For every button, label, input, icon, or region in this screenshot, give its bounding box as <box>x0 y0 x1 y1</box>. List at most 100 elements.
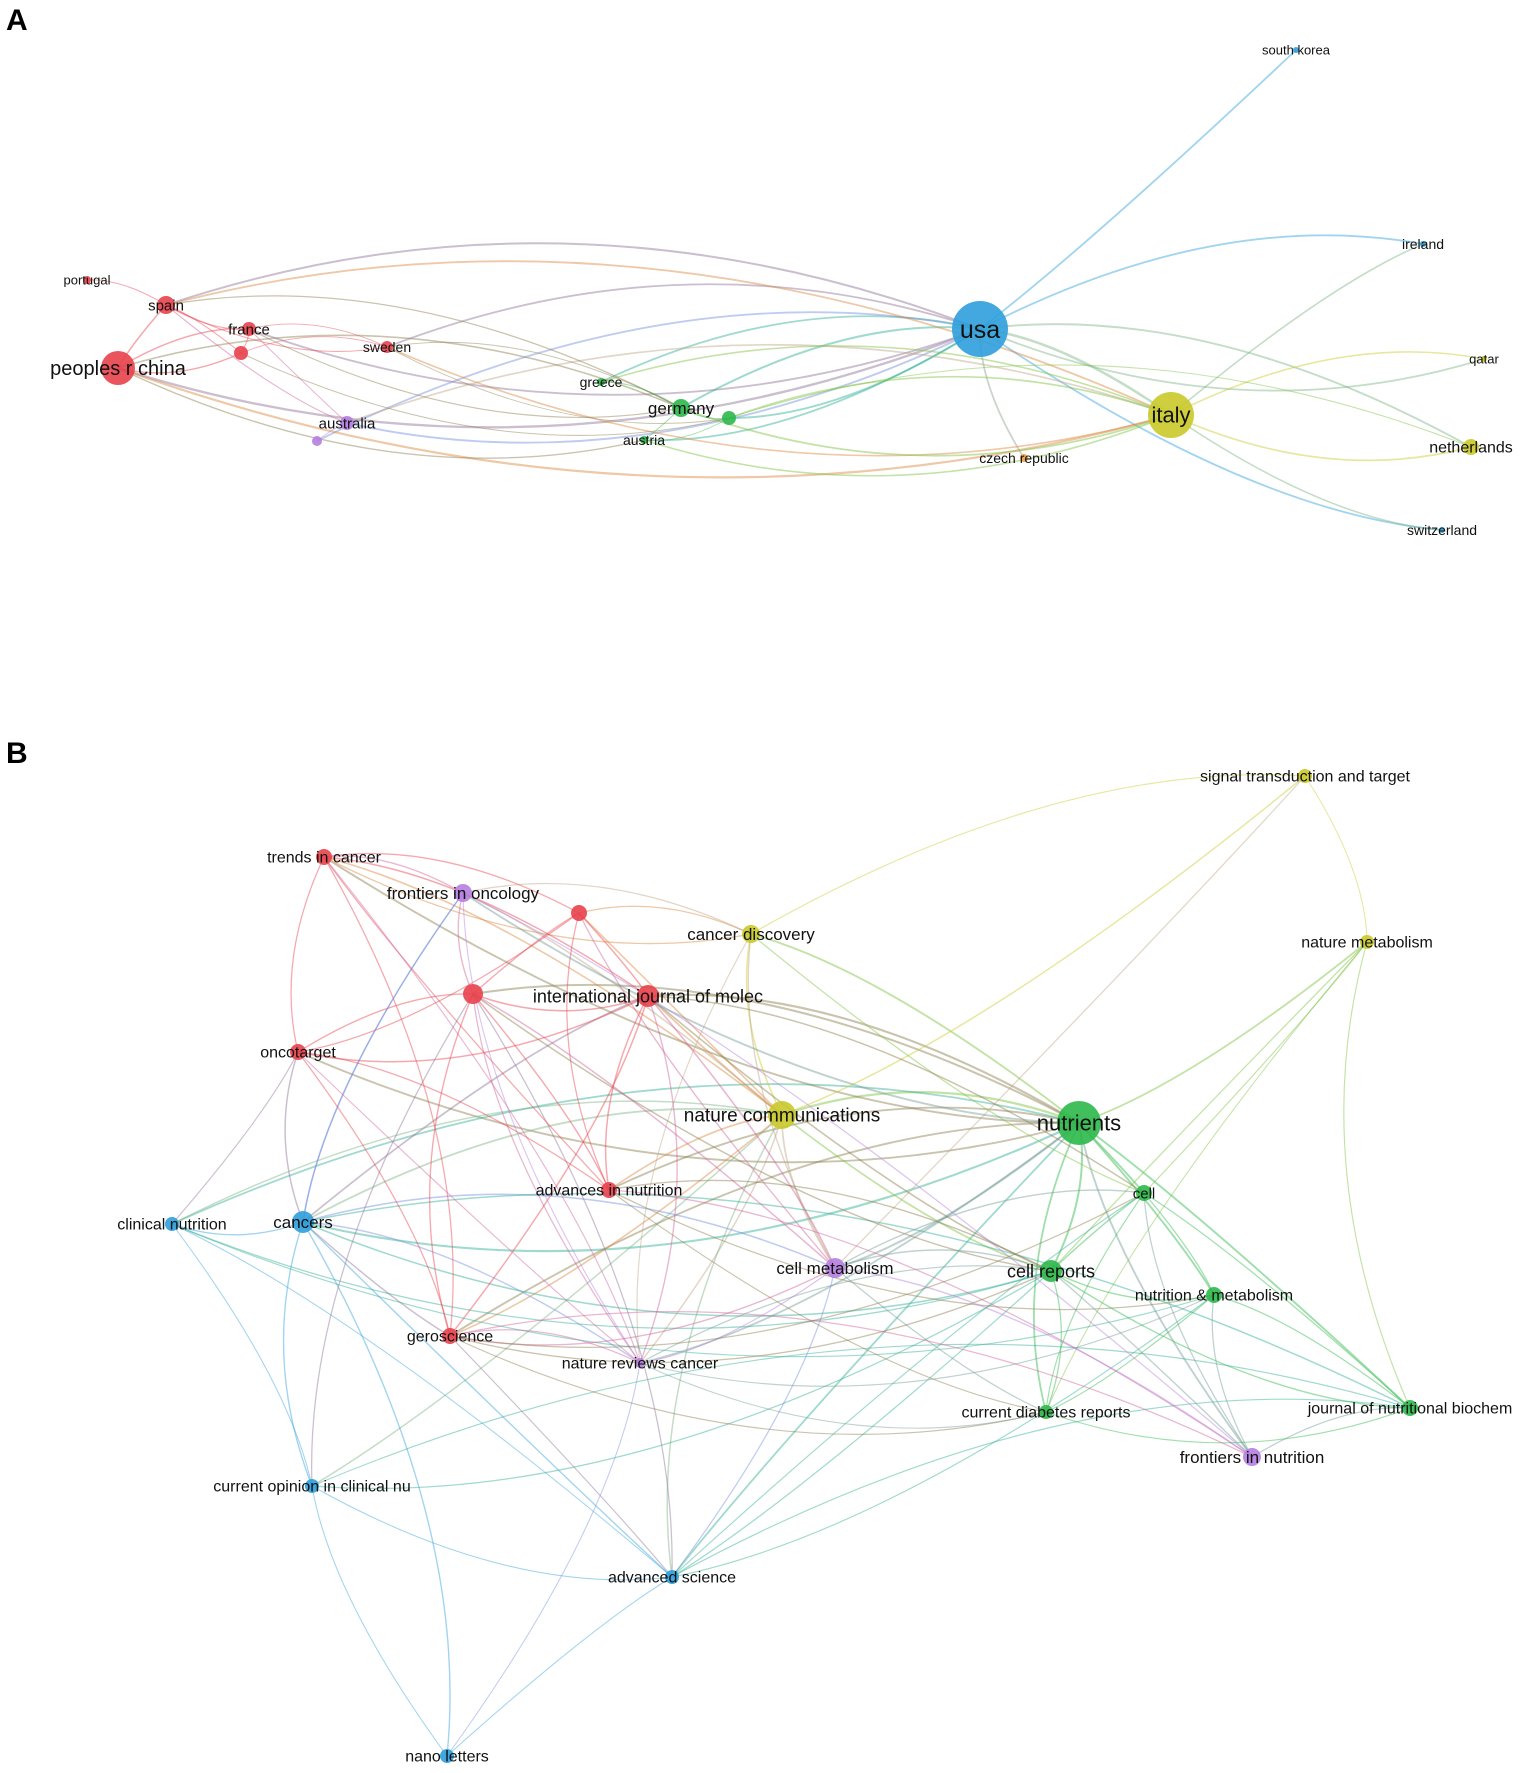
edge-nutrients-advsci <box>671 1122 1080 1578</box>
edge-cell-geroscience <box>449 1192 1145 1349</box>
edge-cellmetab-cell <box>834 1189 1145 1269</box>
node-label-candisc: cancer discovery <box>687 925 815 944</box>
edge-cancers-clinnutr <box>171 1221 304 1236</box>
edge-nutrients-nutrmetab <box>1078 1122 1215 1296</box>
edge-cancers-natrevcancer <box>302 1221 641 1364</box>
edge-nutrients-natcomm <box>781 1091 1080 1125</box>
node-frontonc <box>454 884 472 902</box>
node-red-unlabeled <box>234 346 248 360</box>
edge-green-unlabeled-netherlands <box>728 364 1472 448</box>
edge-nutrients-cellmetab <box>834 1122 1080 1269</box>
edge-nutrients-frontnutr <box>1078 1122 1253 1458</box>
node-red-unlabeled-1 <box>463 984 483 1004</box>
edge-oncotarget-geroscience <box>297 1051 451 1337</box>
node-purple-unlabeled <box>312 436 322 446</box>
node-label-geroscience: geroscience <box>407 1329 493 1346</box>
edge-usa-qatar <box>979 328 1485 392</box>
node-label-advnutr: advances in nutrition <box>536 1183 683 1200</box>
node-label-china: peoples r china <box>50 358 187 380</box>
node-jnutrbio <box>1402 1400 1418 1416</box>
edge-nutrients-jnutrbio <box>1078 1122 1411 1409</box>
node-advnutr <box>601 1182 617 1198</box>
edge-cellmetab-curdiab <box>834 1267 1047 1413</box>
edge-ijmolec-oncotarget <box>297 995 649 1063</box>
edge-italy-qatar <box>1170 351 1485 416</box>
edge-clinnutr-nutrmetab <box>171 1223 1215 1358</box>
node-usa <box>952 301 1008 357</box>
edge-natrevcancer-curdiab <box>639 1362 1047 1429</box>
edge-natrevcancer-nanolet <box>446 1362 641 1757</box>
node-label-signal: signal transduction and target <box>1200 769 1410 786</box>
edge-nutrmetab-curdiab <box>1045 1294 1215 1413</box>
edge-cellmetab-frontnutr <box>834 1267 1253 1458</box>
edge-advnutr-frontnutr <box>608 1189 1253 1458</box>
edge-cancers-frontonc <box>302 892 464 1223</box>
edge-spain-portugal <box>86 279 167 306</box>
edge-natcomm-frontonc <box>462 892 783 1116</box>
node-label-curopin: current opinion in clinical nu <box>213 1479 410 1496</box>
edge-usa-purple-unlabeled <box>316 311 981 442</box>
node-natmetab <box>1360 935 1374 949</box>
node-label-cell: cell <box>1133 1185 1156 1202</box>
edge-red-unlabeled-1-frontonc <box>457 892 474 995</box>
panel-b-letter: B <box>6 737 28 770</box>
edge-china-austria <box>117 367 645 459</box>
edge-natcomm-cellmetab <box>781 1114 836 1269</box>
node-label-usa: usa <box>960 316 1000 344</box>
edge-cancers-cellrep <box>302 1221 1052 1317</box>
edge-usa-australia <box>346 328 981 444</box>
node-southkorea <box>1293 47 1299 53</box>
node-label-france: france <box>228 321 270 338</box>
node-label-curdiab: current diabetes reports <box>962 1405 1131 1422</box>
edge-advsci-nutrmetab <box>671 1294 1215 1578</box>
edge-clinnutr-natcomm <box>171 1100 783 1225</box>
panel-b-nodes <box>165 769 1418 1763</box>
node-label-qatar: qatar <box>1469 352 1499 367</box>
edge-usa-southkorea <box>979 49 1297 330</box>
node-label-nanolet: nano letters <box>405 1749 489 1766</box>
edge-natcomm-curopin <box>311 1114 783 1487</box>
edge-clinnutr-oncotarget <box>171 1051 299 1225</box>
edge-spain-sweden <box>165 304 388 352</box>
edge-natcomm-cellrep <box>781 1114 1052 1272</box>
edge-nutrients-trends <box>323 856 1080 1124</box>
edge-advsci-geroscience <box>449 1335 673 1578</box>
edge-candisc-red-unlabeled-2 <box>578 905 752 935</box>
edge-red-unlabeled-sweden <box>240 336 388 354</box>
edge-frontonc-nutrients <box>462 892 1080 1124</box>
edge-red-unlabeled-2-red-unlabeled-1 <box>472 912 580 995</box>
node-nanolet <box>440 1749 454 1763</box>
node-italy <box>1148 392 1194 438</box>
node-sweden <box>381 341 393 353</box>
node-germany <box>672 399 690 417</box>
edge-france-australia <box>248 328 348 424</box>
edge-natcomm-geroscience <box>449 1114 783 1337</box>
node-label-cancers: cancers <box>273 1213 333 1232</box>
node-netherlands <box>1463 439 1479 455</box>
node-label-netherlands: netherlands <box>1429 440 1513 457</box>
edge-usa-netherlands <box>979 323 1472 448</box>
edge-cancers-advsci <box>302 1221 673 1578</box>
edge-france-sweden <box>248 323 388 348</box>
node-label-southkorea: south korea <box>1262 43 1331 58</box>
node-label-ijmolec: international journal of molec <box>533 986 763 1006</box>
edge-cancers-nanolet <box>302 1221 451 1757</box>
edge-usa-spain <box>165 242 981 330</box>
edge-cellrep-geroscience <box>449 1270 1052 1364</box>
edge-italy-sweden <box>386 346 1172 457</box>
edge-nutrients-natmetab <box>1078 941 1368 1124</box>
edge-italy-ireland <box>1170 243 1424 416</box>
node-label-czech: czech republic <box>979 450 1069 466</box>
edge-cancers-geroscience <box>302 1221 451 1337</box>
node-nutrmetab <box>1206 1287 1222 1303</box>
edge-italy-austria <box>643 414 1172 477</box>
node-greece <box>597 378 605 386</box>
edge-usa-switzerland <box>979 328 1443 531</box>
edge-cellrep-natrevcancer <box>639 1265 1052 1364</box>
panel-b-edges <box>171 774 1411 1757</box>
edge-advsci-jnutrbio <box>671 1398 1411 1578</box>
node-red-unlabeled-2 <box>571 905 587 921</box>
